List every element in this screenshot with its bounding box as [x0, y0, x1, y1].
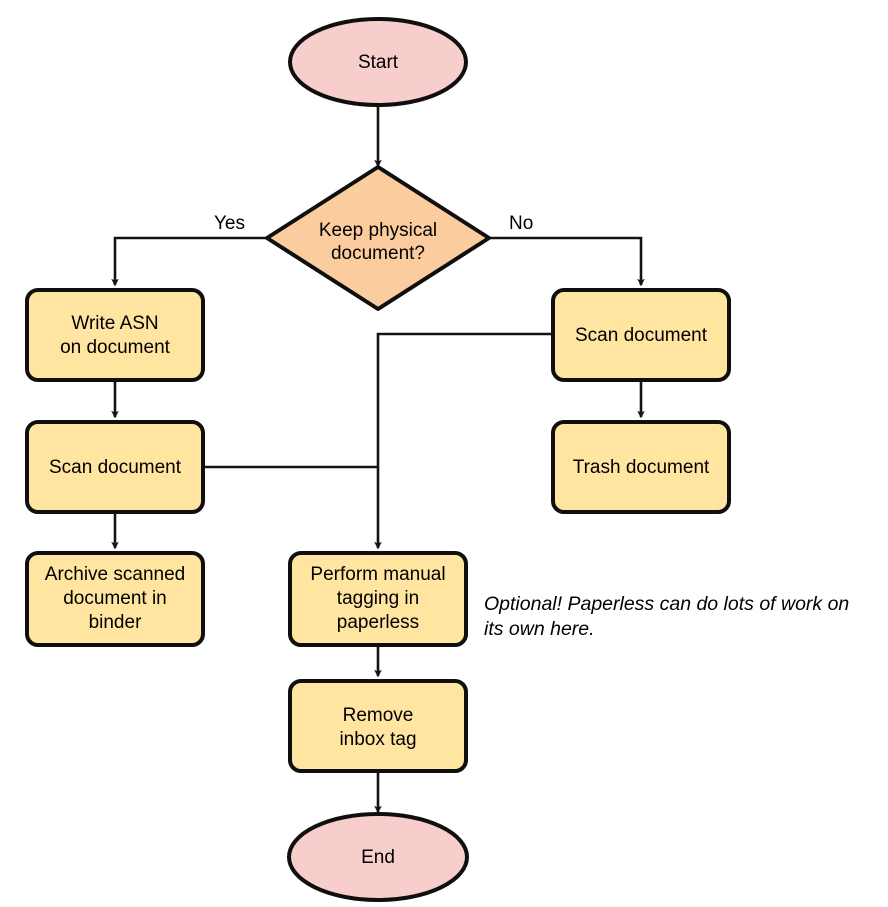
end-ellipse [287, 812, 469, 902]
trash-document-label: Trash document [573, 457, 710, 478]
node-end[interactable]: End [287, 812, 469, 902]
annotation-optional-paperless: Optional! Paperless can do lots of work … [484, 593, 849, 640]
tagging-box [288, 551, 468, 647]
node-trash-document[interactable]: Trash document [551, 420, 731, 514]
node-scan-document-right[interactable]: Scan document [551, 288, 731, 382]
write-asn-label-line1: Write ASN [71, 313, 158, 334]
tagging-label-line1: Perform manual [310, 564, 445, 585]
scan-document-left-box [25, 420, 205, 514]
edge-decision-no-to-scan-right [489, 236, 645, 287]
archive-box [25, 551, 205, 647]
archive-label-line1: Archive scanned [45, 564, 185, 585]
scan-document-right-box [551, 288, 731, 382]
decision-diamond [265, 165, 491, 311]
tagging-label-line2: tagging in [337, 588, 419, 609]
node-scan-document-left[interactable]: Scan document [25, 420, 205, 514]
start-label: Start [358, 52, 399, 73]
trash-document-box [551, 420, 731, 514]
end-label: End [361, 847, 395, 868]
archive-label-line2: document in [63, 588, 167, 609]
annotation-line2: its own here. [484, 618, 595, 640]
scan-document-left-label: Scan document [49, 457, 182, 478]
decision-label-line2: document? [331, 243, 425, 264]
archive-label-line3: binder [89, 612, 142, 633]
edge-label-no: No [509, 213, 533, 234]
node-remove-inbox-tag[interactable]: Remove inbox tag [288, 679, 468, 773]
node-write-asn-on-document[interactable]: Write ASN on document [25, 288, 205, 382]
edge-label-yes: Yes [214, 213, 245, 234]
write-asn-label-line2: on document [60, 337, 171, 358]
scan-document-right-label: Scan document [575, 325, 708, 346]
node-decision-keep-physical-document[interactable]: Keep physical document? [265, 165, 491, 311]
tagging-label-line3: paperless [337, 612, 419, 633]
remove-inbox-label-line2: inbox tag [339, 729, 416, 750]
remove-inbox-box [288, 679, 468, 773]
edge-decision-yes-to-write-asn [111, 236, 267, 287]
write-asn-box [25, 288, 205, 382]
remove-inbox-label-line1: Remove [343, 705, 414, 726]
annotation-line1: Optional! Paperless can do lots of work … [484, 593, 849, 615]
decision-label-line1: Keep physical [319, 220, 437, 241]
node-start[interactable]: Start [288, 17, 468, 107]
node-archive-scanned-document[interactable]: Archive scanned document in binder [25, 551, 205, 647]
edge-scan-right-to-tagging [374, 332, 553, 550]
node-perform-manual-tagging[interactable]: Perform manual tagging in paperless [288, 551, 468, 647]
start-ellipse [288, 17, 468, 107]
